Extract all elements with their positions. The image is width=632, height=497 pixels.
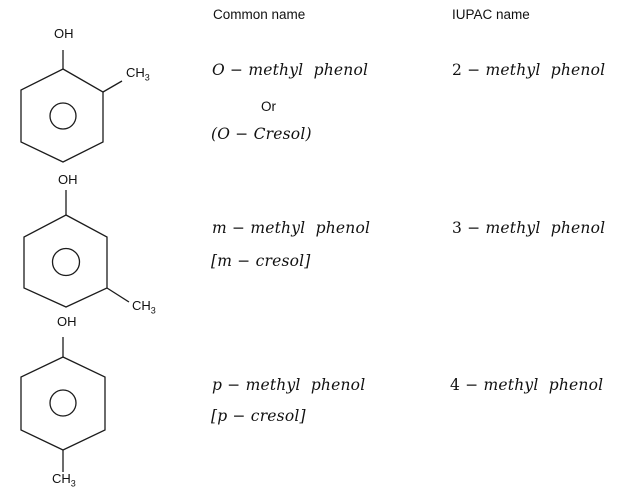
iupac-name-ortho: 2 − methyl phenol xyxy=(452,61,605,79)
common-alias-meta: [m − cresol] xyxy=(211,252,311,270)
ch3-bond xyxy=(106,287,130,303)
locant-number: 2 xyxy=(452,61,463,79)
common-name-meta: m − methyl phenol xyxy=(212,219,371,237)
ortho-methyl-phenol-structure xyxy=(20,50,123,163)
iupac-name-header: IUPAC name xyxy=(452,7,530,22)
hydroxyl-label: OH xyxy=(58,172,78,187)
methyl-label-main: CH xyxy=(52,471,71,486)
methyl-label: CH3 xyxy=(132,298,156,316)
ch3-bond xyxy=(102,80,123,93)
common-name-para: p − methyl phenol xyxy=(212,376,366,394)
common-alias-ortho: (O − Cresol) xyxy=(211,125,312,143)
methyl-label: CH3 xyxy=(52,471,76,489)
common-name-header: Common name xyxy=(213,7,306,22)
locant-number: 3 xyxy=(452,219,463,237)
common-alias-para: [p − cresol] xyxy=(211,407,306,425)
or-word: Or xyxy=(261,99,276,114)
aromatic-circle xyxy=(51,247,81,277)
aromatic-circle xyxy=(49,102,77,130)
methyl-label-subscript: 3 xyxy=(144,72,150,83)
iupac-name-para: 4 − methyl phenol xyxy=(450,376,603,394)
benzene-hexagon xyxy=(20,356,106,451)
methyl-label-subscript: 3 xyxy=(150,305,156,316)
para-methyl-phenol-structure xyxy=(20,337,106,472)
meta-methyl-phenol-structure xyxy=(23,190,130,308)
common-name-ortho: O − methyl phenol xyxy=(212,61,369,79)
benzene-hexagon xyxy=(20,68,104,163)
locant-number: 4 xyxy=(450,376,461,394)
hydroxyl-label: OH xyxy=(57,314,77,329)
methyl-label-main: CH xyxy=(132,298,151,313)
methyl-label: CH3 xyxy=(126,65,150,83)
iupac-name-meta: 3 − methyl phenol xyxy=(452,219,605,237)
aromatic-circle xyxy=(49,389,77,417)
hydroxyl-label: OH xyxy=(54,26,74,41)
methyl-label-main: CH xyxy=(126,65,145,80)
iupac-name-text: − methyl phenol xyxy=(462,219,606,237)
iupac-name-text: − methyl phenol xyxy=(460,376,604,394)
iupac-name-text: − methyl phenol xyxy=(462,61,606,79)
benzene-hexagon xyxy=(23,214,108,308)
methyl-label-subscript: 3 xyxy=(70,478,76,489)
